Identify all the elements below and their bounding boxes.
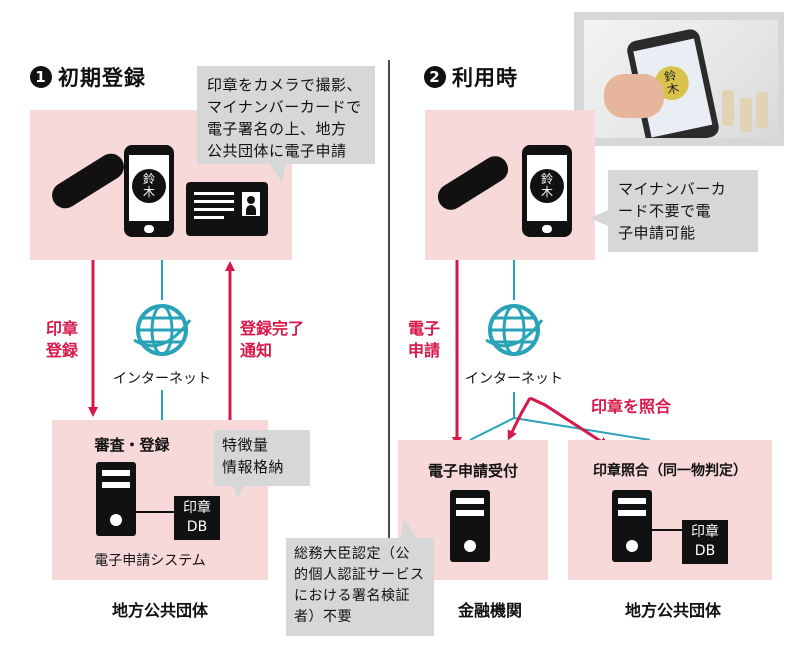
arrow-match-left: [507, 397, 532, 441]
callout-line: 者）不要: [294, 609, 352, 625]
label-line: 申請: [407, 341, 440, 360]
db-label-line: DB: [694, 543, 716, 559]
right-local-gov-label: 地方公共団体: [624, 601, 721, 620]
callout-line: 総務大臣認定（公: [294, 546, 410, 562]
phone-photo-image: 鈴 木: [584, 20, 778, 138]
e-apply-label: 電子 申請: [404, 318, 444, 362]
callout-line: 印章をカメラで撮影、: [207, 76, 363, 94]
label-line: 通知: [240, 341, 273, 360]
smartphone-icon: 鈴 木: [522, 145, 572, 237]
seal-register-label: 印章 登録: [42, 318, 82, 362]
globe-icon: [133, 304, 192, 356]
db-label-line: 印章: [183, 500, 211, 516]
right-internet-label: インターネット: [465, 371, 563, 387]
feature-info-callout: 特徴量 情報格納: [214, 430, 310, 486]
server-icon: [450, 490, 490, 562]
server-db-connector: [652, 529, 682, 531]
seal-db-icon: 印章 DB: [174, 496, 220, 540]
register-done-label: 登録完了 通知: [240, 318, 320, 362]
db-label-line: DB: [186, 519, 208, 535]
globe-icon: [485, 304, 544, 356]
callout-tail: [232, 484, 244, 498]
left-internet-label: インターネット: [113, 371, 211, 387]
callout-line: 的個人認証サービス: [294, 567, 425, 583]
server-db-connector: [136, 511, 176, 513]
review-register-title: 審査・登録: [94, 436, 170, 454]
callout-line: 情報格納: [222, 458, 285, 476]
arrow-match-right: [529, 396, 610, 447]
bank-label: 金融機関: [457, 601, 522, 620]
callout-tail: [268, 162, 286, 182]
callout-line: マイナンバーカ: [618, 180, 727, 198]
seal-impression-icon: 鈴 木: [132, 169, 166, 203]
callout-tail: [590, 210, 608, 226]
step-number-badge: 2: [424, 66, 446, 88]
left-title-text: 初期登録: [58, 66, 146, 90]
callout-line: における署名検証: [294, 588, 410, 604]
label-line: 印章: [45, 319, 78, 338]
left-top-callout: 印章をカメラで撮影、 マイナンバーカードで 電子署名の上、地方 公共団体に電子申…: [197, 66, 375, 164]
right-teal-left: [469, 417, 515, 441]
callout-line: 特徴量: [222, 436, 269, 454]
callout-tail: [400, 518, 418, 540]
callout-line: 公共団体に電子申請: [207, 142, 347, 160]
seal-db-icon: 印章 DB: [682, 520, 728, 564]
right-step-title: 2 利用時: [424, 62, 518, 92]
left-step-title: 1 初期登録: [30, 62, 146, 92]
label-line: 電子: [407, 319, 440, 338]
mynumber-card-icon: [186, 182, 268, 236]
server-icon: [96, 462, 136, 536]
label-line: 登録完了: [240, 319, 305, 338]
right-top-callout: マイナンバーカ ード不要で電 子申請可能: [608, 170, 758, 252]
step-number-badge: 1: [30, 66, 52, 88]
server-icon: [612, 490, 652, 562]
seal-match-panel: [568, 440, 772, 580]
db-label-line: 印章: [691, 524, 719, 540]
callout-line: マイナンバーカードで: [207, 98, 362, 116]
e-application-system-label: 電子申請システム: [94, 553, 206, 569]
callout-line: ード不要で電: [618, 202, 712, 220]
seal-impression-icon: 鈴 木: [530, 169, 564, 203]
seal-match-title: 印章照合（同一物判定）: [593, 463, 747, 479]
signature-verifier-callout: 総務大臣認定（公 的個人認証サービス における署名検証 者）不要: [286, 538, 434, 636]
smartphone-icon: 鈴 木: [124, 145, 174, 237]
callout-line: 電子署名の上、地方: [207, 120, 347, 138]
label-line: 登録: [45, 341, 78, 360]
left-local-gov-label: 地方公共団体: [111, 601, 208, 620]
reception-title: 電子申請受付: [427, 462, 518, 480]
seal-match-label: 印章を照合: [590, 397, 671, 416]
callout-line: 子申請可能: [618, 224, 696, 242]
right-title-text: 利用時: [452, 66, 518, 90]
